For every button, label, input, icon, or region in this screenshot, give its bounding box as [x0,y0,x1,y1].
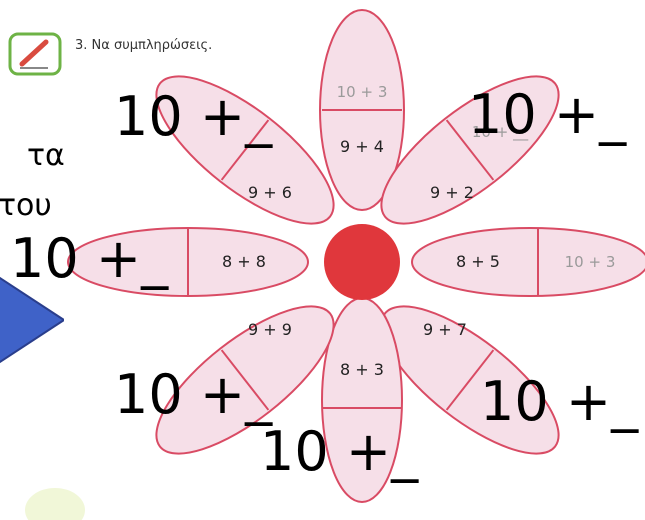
petal-bottom-inner-label: 8 + 3 [340,360,384,379]
petal-right: 8 + 5 10 + 3 [411,227,645,297]
instruction-text: 3. Να συμπληρώσεις. [75,38,213,53]
side-text-2: του [0,188,52,223]
petal-bottom-right [380,305,560,455]
pencil-icon [8,32,62,76]
petal-left-inner-label: 8 + 8 [222,252,266,271]
flower-center [324,224,400,300]
petal-top-left [155,75,335,225]
petal-top-left-inner-label: 9 + 6 [248,183,292,202]
handwritten-answer-bottom-right: 10 +_ [480,370,639,433]
petal-left: 8 + 8 [67,227,309,297]
petal-top-right-outer-label: 10 + __ [472,123,529,142]
next-arrow-icon[interactable] [0,265,64,375]
petal-top-inner-label: 9 + 4 [340,137,384,156]
flower-diagram: 10 + 3 9 + 4 9 + 2 10 + __ 8 + 5 10 + 3 … [67,9,645,503]
petal-top-right [380,75,560,225]
petal-top: 10 + 3 9 + 4 [319,9,405,211]
handwritten-answer-top-right: 10 +_ [468,83,627,146]
petal-right-inner-label: 8 + 5 [456,252,500,271]
petal-bottom-right-inner-label: 9 + 7 [423,320,467,339]
handwritten-answer-left: 10 +_ [10,227,169,290]
petal-top-right-inner-label: 9 + 2 [430,183,474,202]
handwritten-answer-bottom: 10 +_ [260,420,419,483]
petal-bottom-left [155,305,335,455]
side-text-1: τα [27,138,65,173]
handwritten-answer-top-left: 10 +_ [114,85,273,148]
petal-right-outer-label: 10 + 3 [565,253,616,271]
handwritten-answer-bottom-left: 10 +_ [114,363,273,426]
petal-bottom-left-inner-label: 9 + 9 [248,320,292,339]
petal-top-outer-label: 10 + 3 [337,83,388,101]
